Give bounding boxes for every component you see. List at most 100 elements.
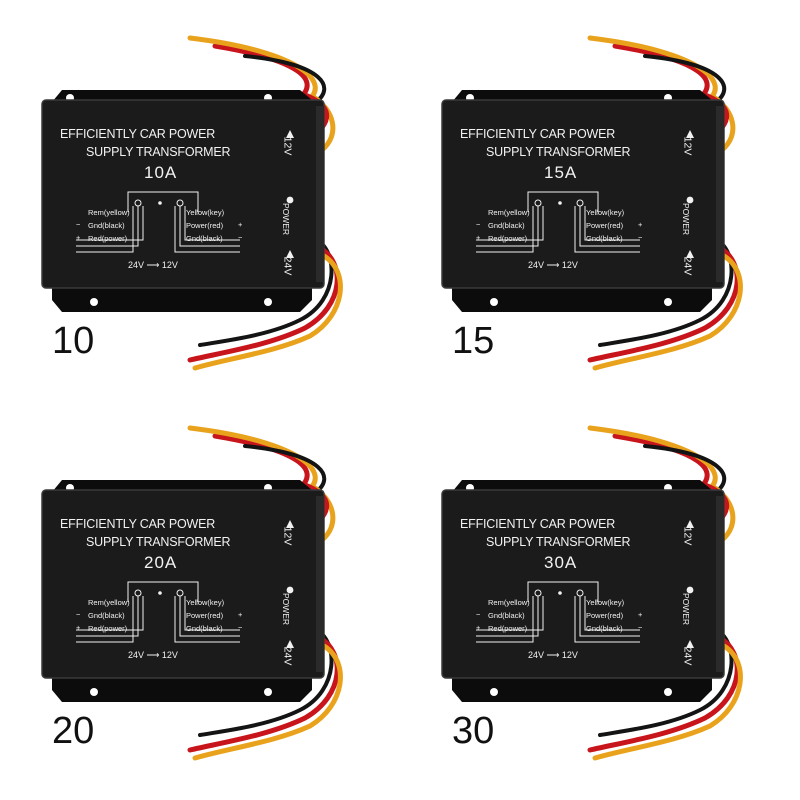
title-line-2: SUPPLY TRANSFORMER	[86, 535, 231, 549]
wire-label-yellow: Yellow(key)	[586, 208, 625, 217]
label-12v: 12V	[681, 136, 694, 156]
wire-yellow-bottom	[192, 643, 343, 761]
conversion-label: 24V ⟶ 12V	[528, 650, 578, 660]
wire-label-power: Power(red)	[586, 221, 624, 230]
mount-hole	[90, 298, 98, 306]
label-power: POWER	[681, 202, 692, 236]
arrow-12v-icon	[686, 130, 694, 138]
housing	[442, 490, 724, 678]
wire-label-power: Power(red)	[586, 611, 624, 620]
minus-left: −	[76, 220, 81, 229]
label-24v: 24V	[281, 646, 294, 666]
title-line-2: SUPPLY TRANSFORMER	[486, 535, 631, 549]
product-photo-30: EFFICIENTLY CAR POWER SUPPLY TRANSFORMER…	[400, 390, 800, 790]
plus-left: +	[476, 623, 481, 632]
mount-hole	[490, 298, 498, 306]
wire-red-top	[612, 433, 710, 491]
model-caption: 10	[52, 320, 95, 362]
housing-side	[716, 106, 724, 282]
arrow-24v-icon	[686, 640, 694, 648]
wire-label-red: Red(power)	[88, 624, 128, 633]
mount-hole	[264, 688, 272, 696]
diagram-center-dot	[158, 591, 162, 595]
diagram-center-dot	[158, 201, 162, 205]
arrow-12v-icon	[286, 130, 294, 138]
minus-right: −	[238, 623, 243, 632]
current-rating: 10A	[144, 163, 178, 182]
wire-label-rem: Rem(yellow)	[488, 208, 530, 217]
label-12v: 12V	[281, 136, 294, 156]
wiring-diagram	[76, 581, 240, 643]
title-line-1: EFFICIENTLY CAR POWER	[60, 127, 216, 141]
conversion-label: 24V ⟶ 12V	[128, 650, 178, 660]
wire-label-red: Red(power)	[88, 234, 128, 243]
arrow-24v-icon	[286, 250, 294, 258]
current-rating: 20A	[144, 553, 178, 572]
wire-red-top	[612, 43, 710, 101]
title-line-2: SUPPLY TRANSFORMER	[486, 145, 631, 159]
arrow-24v-icon	[286, 640, 294, 648]
mount-hole	[490, 688, 498, 696]
wire-label-yellow: Yellow(key)	[186, 598, 225, 607]
label-12v: 12V	[681, 526, 694, 546]
label-24v: 24V	[681, 256, 694, 276]
wire-label-gnd-right: Gnd(black)	[586, 624, 623, 633]
conversion-label: 24V ⟶ 12V	[128, 260, 178, 270]
wire-label-gnd-left: Gnd(black)	[88, 611, 125, 620]
wire-label-rem: Rem(yellow)	[88, 598, 130, 607]
wire-label-yellow: Yellow(key)	[586, 598, 625, 607]
plus-right: +	[238, 220, 243, 229]
converter-illustration	[41, 425, 343, 761]
power-led-icon	[286, 586, 294, 594]
minus-right: −	[638, 623, 643, 632]
model-caption: 15	[452, 320, 495, 362]
minus-right: −	[638, 233, 643, 242]
wire-label-gnd-left: Gnd(black)	[488, 611, 525, 620]
arrow-12v-icon	[286, 520, 294, 528]
mount-hole	[664, 298, 672, 306]
model-caption: 30	[452, 710, 495, 752]
title-line-1: EFFICIENTLY CAR POWER	[60, 517, 216, 531]
label-power: POWER	[281, 592, 292, 626]
model-caption: 20	[52, 710, 95, 752]
arrow-12v-icon	[686, 520, 694, 528]
wire-black-top	[243, 54, 327, 104]
title-line-1: EFFICIENTLY CAR POWER	[460, 517, 616, 531]
wire-black-top	[643, 54, 727, 104]
label-power: POWER	[681, 592, 692, 626]
mount-hole	[664, 688, 672, 696]
converter-illustration	[441, 425, 743, 761]
mount-hole	[90, 688, 98, 696]
conversion-label: 24V ⟶ 12V	[528, 260, 578, 270]
power-led-icon	[286, 196, 294, 204]
arrow-24v-icon	[686, 250, 694, 258]
plus-left: +	[76, 623, 81, 632]
wiring-diagram	[476, 191, 640, 253]
converter-illustration	[41, 35, 343, 371]
converter-illustration	[441, 35, 743, 371]
wiring-diagram	[76, 191, 240, 253]
power-led-icon	[686, 196, 694, 204]
housing	[42, 100, 324, 288]
mount-hole	[264, 298, 272, 306]
wire-yellow-bottom	[592, 643, 743, 761]
wire-label-gnd-right: Gnd(black)	[186, 234, 223, 243]
product-photo-15: EFFICIENTLY CAR POWER SUPPLY TRANSFORMER…	[400, 0, 800, 400]
wire-label-gnd-left: Gnd(black)	[88, 221, 125, 230]
wire-label-power: Power(red)	[186, 611, 224, 620]
power-led-icon	[686, 586, 694, 594]
wire-label-gnd-right: Gnd(black)	[186, 624, 223, 633]
plus-right: +	[638, 220, 643, 229]
current-rating: 15A	[544, 163, 578, 182]
minus-left: −	[476, 220, 481, 229]
housing-side	[716, 496, 724, 672]
wire-yellow-bottom	[192, 253, 343, 371]
product-photo-10: EFFICIENTLY CAR POWER SUPPLY TRANSFORMER…	[0, 0, 400, 400]
housing-side	[316, 106, 324, 282]
label-24v: 24V	[281, 256, 294, 276]
wire-label-power: Power(red)	[186, 221, 224, 230]
housing	[42, 490, 324, 678]
wire-label-red: Red(power)	[488, 234, 528, 243]
housing-side	[316, 496, 324, 672]
housing	[442, 100, 724, 288]
